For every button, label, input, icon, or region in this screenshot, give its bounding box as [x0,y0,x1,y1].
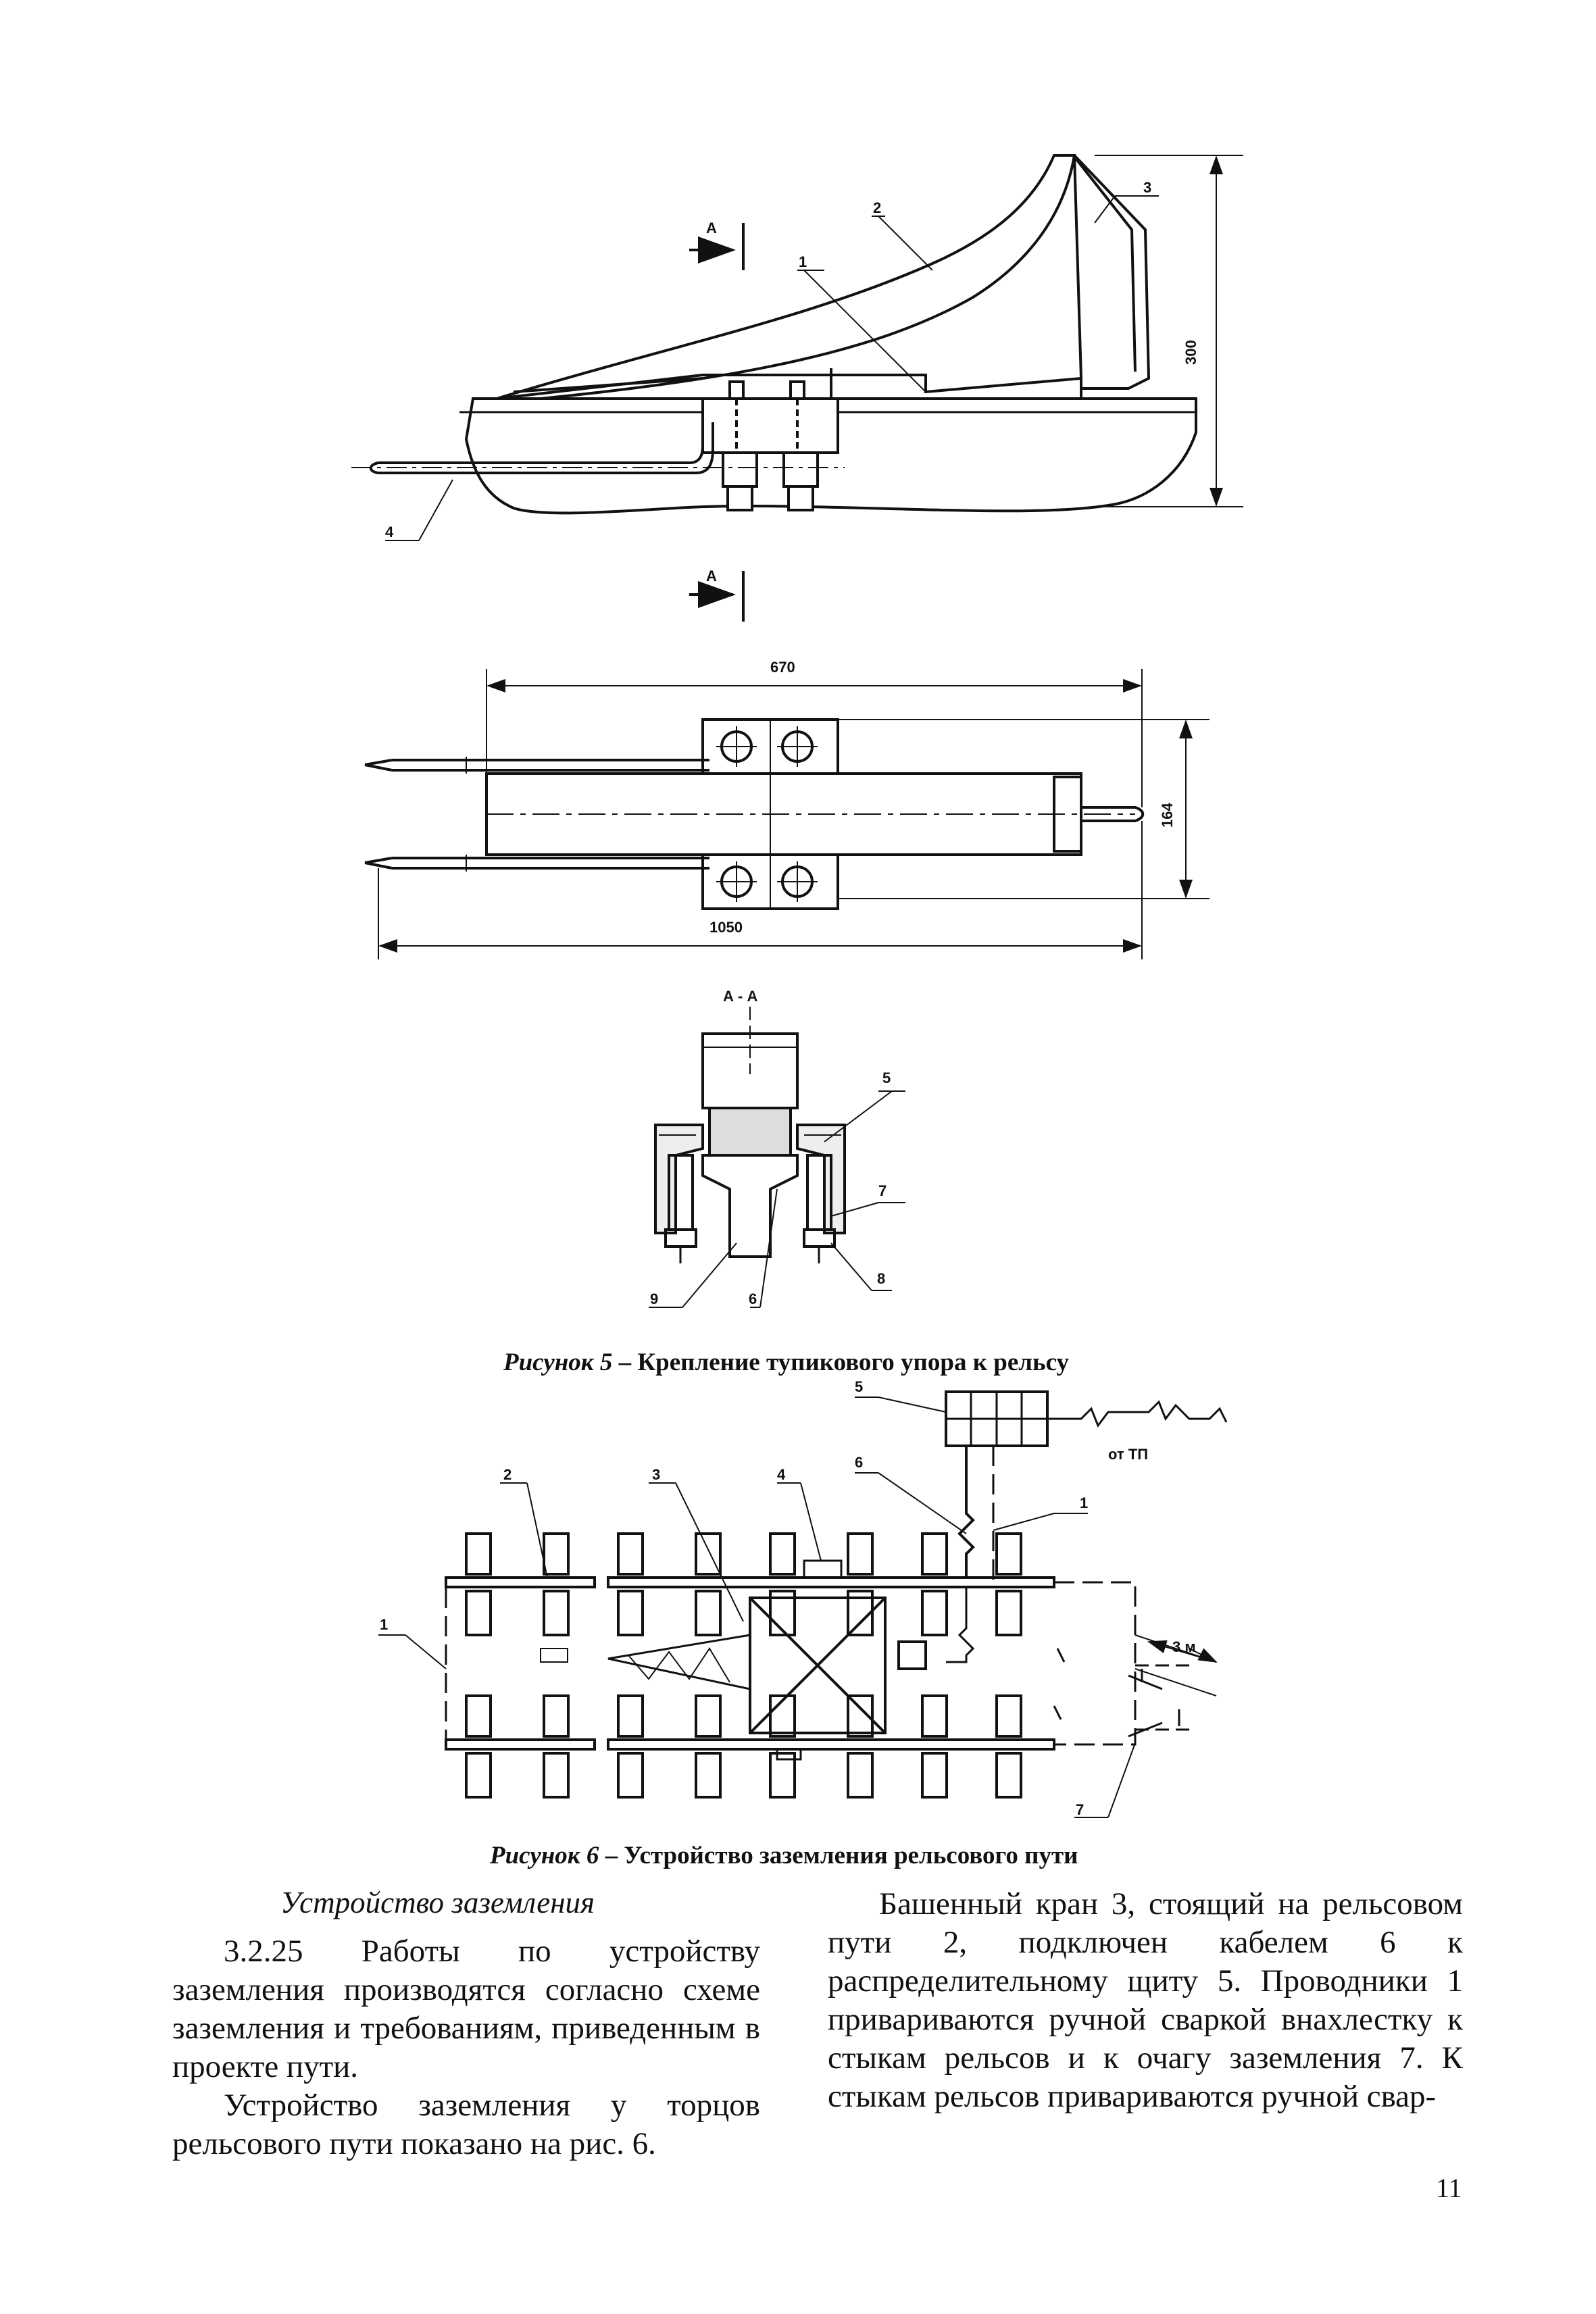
figure5-section-aa [649,1007,905,1308]
figure6-caption-text: – Устройство заземления рельсового пути [599,1842,1078,1869]
left-paragraph-1: 3.2.25 Работы по устройству заземления п… [172,1934,760,2084]
fig5-label-8: 8 [877,1270,885,1287]
dim-300: 300 [1182,340,1199,365]
figure6-labels: 2 3 4 5 6 1 1 7 от ТП 3 м [380,1378,1196,1818]
sleepers-bottom [465,1694,1022,1799]
source-label: от ТП [1108,1446,1148,1463]
right-column: Башенный кран 3, стоящий на рельсовом пу… [828,1885,1463,2116]
figure5-side-labels: 1 2 3 4 А А 300 [385,179,1199,584]
figure5-side-view [351,154,1243,622]
fig6-label-7: 7 [1076,1801,1084,1818]
figure5-plan-labels: 670 1050 164 [709,659,1176,936]
right-paragraph-1: Башенный кран 3, стоящий на рельсовом пу… [828,1886,1463,2114]
fig5-label-2: 2 [873,199,881,216]
fig5-label-1: 1 [799,253,807,270]
fig5-label-7: 7 [878,1182,887,1199]
figure6-caption-prefix: Рисунок 6 [490,1842,599,1869]
section-title: А - А [723,988,757,1005]
section-subheading: Устройство заземления [280,1886,595,1919]
section-mark-top: А [706,220,717,236]
figure6-grounding-scheme [378,1390,1228,1818]
page-number: 11 [1436,2173,1462,2203]
dim-164: 164 [1159,803,1176,828]
figure5-plan-view [364,669,1210,959]
fig5-label-5: 5 [882,1070,891,1086]
dim-670: 670 [770,659,795,676]
fig6-label-1-right: 1 [1080,1494,1088,1511]
fig6-label-4: 4 [777,1466,786,1483]
fig6-label-6: 6 [855,1454,863,1471]
fig6-label-5: 5 [855,1378,863,1395]
left-paragraph-2: Устройство заземления у торцов рельсовог… [172,2088,760,2161]
fig5-label-4: 4 [385,524,394,540]
fig6-label-1-left: 1 [380,1616,388,1633]
fig6-label-2: 2 [503,1466,512,1483]
figure5-caption-text: – Крепление тупикового упора к рельсу [612,1349,1070,1376]
sleepers-top [465,1532,1022,1636]
figure5-section-labels: А - А 5 7 8 9 6 [650,988,891,1307]
dim-1050: 1050 [709,919,743,936]
fig5-label-6: 6 [749,1290,757,1307]
left-column: 3.2.25 Работы по устройству заземления п… [172,1932,760,2163]
distance-label: 3 м [1172,1638,1196,1655]
figure5-caption: Рисунок 5 – Крепление тупикового упора к… [503,1348,1069,1377]
figure5-caption-prefix: Рисунок 5 [503,1349,613,1376]
figure6-caption: Рисунок 6 – Устройство заземления рельсо… [490,1841,1078,1870]
fig6-label-3: 3 [652,1466,660,1483]
fig5-label-3: 3 [1143,179,1151,196]
section-mark-bottom: А [706,568,717,584]
fig5-label-9: 9 [650,1290,658,1307]
